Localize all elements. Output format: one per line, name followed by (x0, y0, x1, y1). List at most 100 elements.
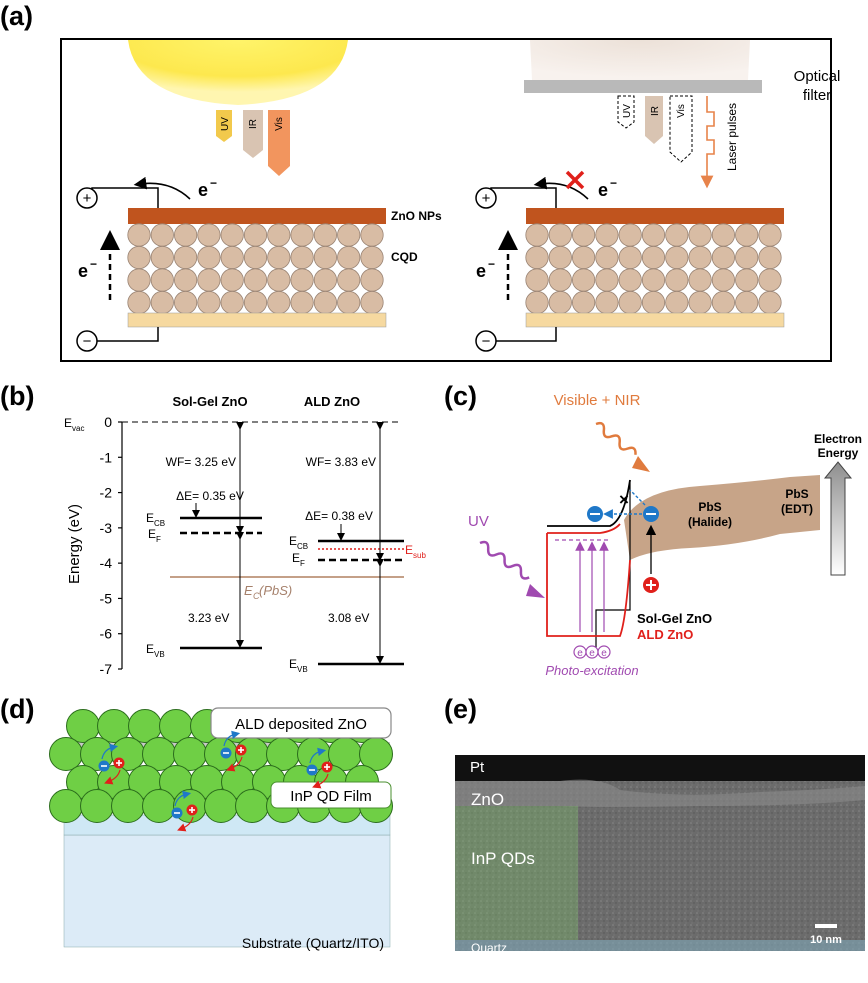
quantum-dot (595, 245, 619, 270)
inp-quantum-dot (204, 789, 238, 823)
solgel-cb-curve (547, 479, 631, 527)
quantum-dot (360, 223, 384, 247)
filtered-source (530, 40, 750, 88)
electron-transfer-arrow (174, 790, 192, 807)
quantum-dot (267, 268, 291, 292)
tem-inp-highlight (455, 806, 578, 940)
solgel-de-label: ΔE= 0.35 eV (176, 489, 244, 503)
quantum-dot (735, 223, 759, 247)
quantum-dot (267, 223, 291, 247)
quantum-dot (525, 223, 549, 247)
quantum-dot (313, 268, 337, 292)
quantum-dot (313, 290, 337, 315)
quantum-dot (758, 245, 782, 270)
ir-arrow (243, 110, 263, 158)
quantum-dot (127, 268, 151, 292)
ald-cb-curve (547, 523, 621, 534)
quantum-dot (174, 223, 198, 247)
solgel-zno-label: Sol-Gel ZnO (637, 611, 712, 626)
minus-terminal-icon (76, 330, 98, 352)
pbs-band (624, 475, 820, 560)
electron-charge-side-right: − (488, 257, 495, 271)
pbs-ec-rest: (PbS) (259, 583, 292, 598)
quantum-dot (290, 290, 314, 315)
quantum-dot (548, 268, 572, 292)
plus-terminal-sign-right: + (482, 190, 491, 207)
quantum-dot (571, 290, 596, 315)
pbs-halide-label-1: PbS (698, 500, 721, 514)
pbs-ec-sub: C (253, 591, 260, 601)
quantum-dot (525, 268, 549, 292)
vis-arrow (268, 110, 290, 176)
y-tick-label: -1 (100, 449, 113, 465)
scale-bar (815, 924, 837, 928)
electron-label-side-right: e (476, 261, 486, 281)
inp-film-callout-label: InP QD Film (290, 788, 371, 805)
inp-quantum-dot (235, 789, 269, 823)
electron-extraction-arrow (133, 176, 191, 200)
quantum-dot (243, 223, 268, 247)
hole-transfer-arrow (312, 773, 329, 789)
quantum-dot (595, 290, 619, 315)
quantum-dot (665, 223, 689, 247)
quantum-dot (360, 290, 384, 315)
visnir-label: Visible + NIR (554, 392, 641, 409)
quantum-dot (641, 268, 666, 292)
uv-arrow-blocked (617, 95, 635, 129)
quantum-dot (197, 223, 221, 247)
minus-terminal-sign-right: − (482, 333, 491, 350)
y-tick-label: -3 (100, 520, 113, 536)
uv-arrow-label-right: UV (622, 104, 633, 118)
solgel-ecb-sub: CB (154, 519, 165, 528)
tem-zno-label: ZnO (471, 790, 504, 809)
zno-layer-right (526, 208, 784, 224)
electron-transfer-arrow (223, 730, 241, 747)
quantum-dot (290, 245, 314, 270)
blocked-x-mark: × (619, 490, 629, 509)
quantum-dot (618, 223, 642, 247)
quantum-dot (641, 223, 666, 247)
y-tick-label: 0 (104, 414, 112, 430)
solgel-evb-sub: VB (154, 650, 165, 659)
quantum-dot (618, 290, 642, 315)
photo-electron-symbol: e (577, 648, 583, 659)
inp-quantum-dot (49, 789, 83, 823)
quantum-dot (243, 268, 268, 292)
quantum-dot (360, 245, 384, 270)
ald-zno-callout (210, 707, 392, 739)
panel-c: (c) Visible + NIR UV Electron Energy PbS… (444, 381, 862, 678)
visnir-wave-arrowhead (632, 456, 650, 472)
optical-filter-label-1: Optical (794, 68, 841, 85)
tem-quartz-region (455, 940, 865, 951)
ald-zno-callout-label: ALD deposited ZnO (235, 716, 367, 733)
quantum-dot (735, 290, 759, 315)
uv-wave-icon (479, 540, 530, 580)
zno-layer (128, 208, 386, 224)
solgel-vb-curve (595, 480, 631, 650)
solgel-ef-label: E (148, 527, 156, 541)
cqd-label: CQD (391, 250, 418, 264)
bottom-electrode (127, 312, 387, 328)
zno-label: ZnO NPs (391, 209, 442, 223)
exciton-pairs (98, 730, 333, 832)
panel-a: (a) UV IR Vis Optical filter UV IR Vis L… (0, 1, 841, 362)
ald-esub-label: E (405, 543, 413, 557)
hole-transfer-arrow (226, 756, 243, 772)
quantum-dot (150, 223, 174, 247)
quantum-dot (688, 223, 712, 247)
tem-quartz-label: Quartz (471, 941, 507, 955)
quantum-dot (127, 245, 151, 270)
quantum-dot (711, 223, 736, 247)
quantum-dot (595, 223, 619, 247)
quantum-dot (525, 290, 549, 315)
quantum-dot (618, 245, 642, 270)
y-ticks: 0-1-2-3-4-5-6-7 (100, 414, 122, 677)
electron-transfer-arrow (309, 747, 327, 764)
electron-energy-label-2: Energy (818, 446, 859, 460)
tem-inp-label: InP QDs (471, 849, 535, 868)
col-ald-title: ALD ZnO (304, 394, 360, 409)
quantum-dot (665, 268, 689, 292)
quantum-dot (758, 290, 782, 315)
quantum-dot (243, 245, 268, 270)
panel-a-frame (60, 38, 832, 362)
